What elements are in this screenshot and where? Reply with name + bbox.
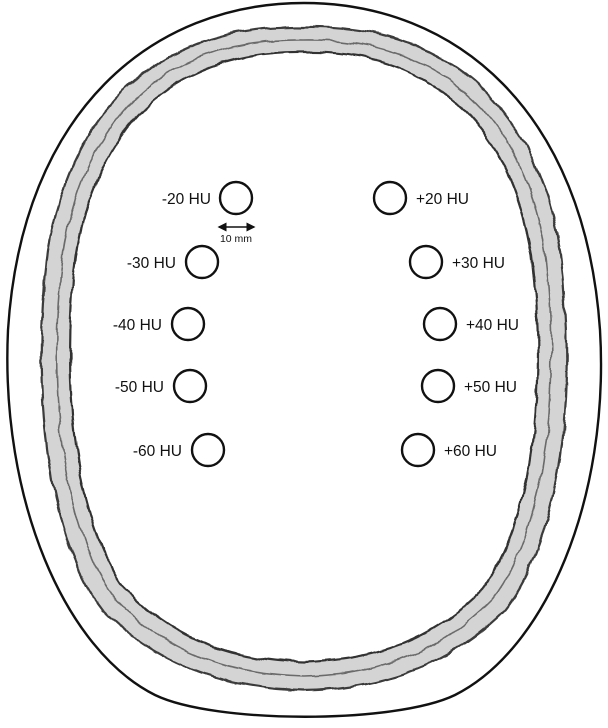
insert-label: +20 HU — [416, 191, 469, 208]
insert-circle — [424, 308, 456, 340]
scale-bar-label: 10 mm — [220, 233, 252, 245]
skull-bone — [41, 27, 566, 690]
insert-label: +60 HU — [444, 443, 497, 460]
insert-circle — [220, 182, 252, 214]
insert-circle — [192, 434, 224, 466]
insert-label: +50 HU — [464, 379, 517, 396]
insert-label: -20 HU — [162, 191, 211, 208]
insert-circle — [172, 308, 204, 340]
insert-label: -40 HU — [113, 317, 162, 334]
insert-label: -30 HU — [127, 255, 176, 272]
insert-circle — [186, 246, 218, 278]
insert-circle — [422, 370, 454, 402]
insert-label: +40 HU — [466, 317, 519, 334]
insert-circle — [402, 434, 434, 466]
insert-label: -50 HU — [115, 379, 164, 396]
insert-label: -60 HU — [133, 443, 182, 460]
insert-circle — [410, 246, 442, 278]
insert-circle — [174, 370, 206, 402]
insert-circle — [374, 182, 406, 214]
insert-label: +30 HU — [452, 255, 505, 272]
